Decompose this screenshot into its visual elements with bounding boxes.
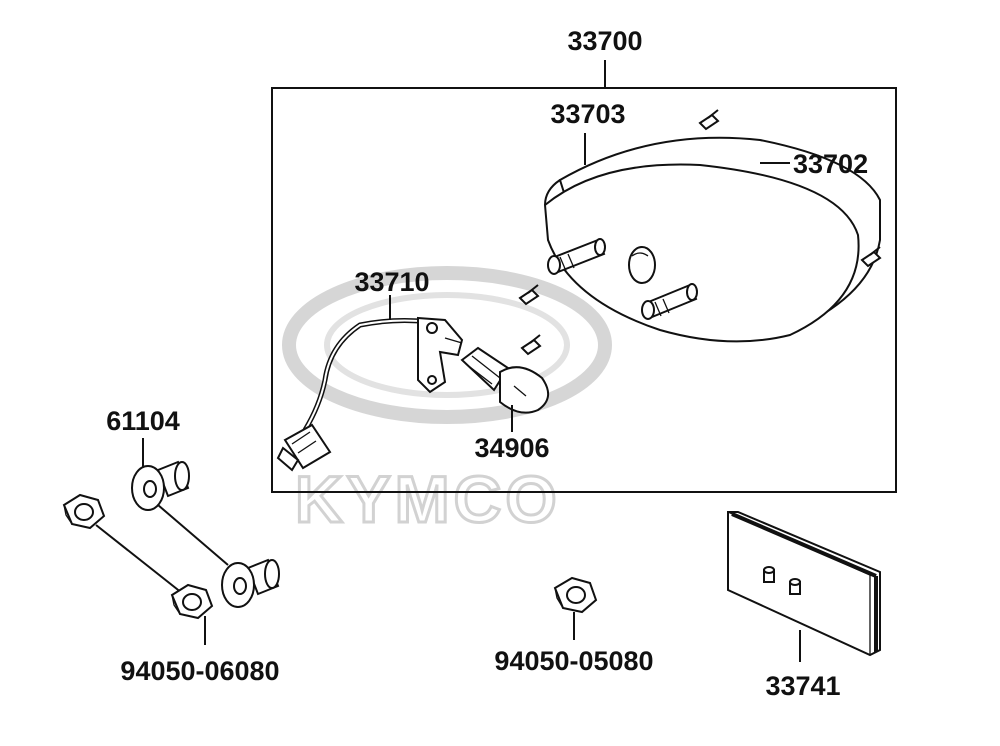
label-housing: 33703 — [550, 99, 625, 129]
label-collar: 61104 — [106, 406, 180, 436]
plate-stud-right — [789, 578, 801, 595]
bulb — [460, 346, 549, 414]
plate-stud-left — [763, 566, 775, 583]
collar-upper — [131, 460, 190, 511]
label-lens: 33702 — [793, 149, 868, 179]
watermark-ring — [282, 266, 612, 424]
label-nut-center: 94050-05080 — [494, 646, 653, 676]
stud-lower — [641, 283, 698, 320]
stud-upper — [547, 238, 606, 275]
lens-center-hole — [628, 246, 656, 284]
socket-bracket — [417, 316, 464, 394]
label-socket-wire: 33710 — [354, 267, 429, 297]
label-assembly: 33700 — [567, 26, 642, 56]
label-bulb: 34906 — [474, 433, 549, 463]
screw-mid-upper — [518, 284, 540, 306]
nut-link-line — [95, 524, 183, 594]
assembly-frame — [271, 87, 897, 493]
lens-face — [543, 163, 860, 343]
watermark-inner-ring — [324, 292, 570, 398]
nut-left-upper — [62, 493, 106, 530]
kymco-watermark: KYMCO — [282, 266, 612, 538]
screw-mid-lower — [520, 334, 542, 356]
tail-lamp-housing — [543, 136, 881, 343]
screw-top — [698, 109, 720, 131]
watermark-text: KYMCO — [295, 462, 561, 536]
collar-link-line — [157, 504, 229, 566]
nut-center — [553, 576, 598, 614]
label-plate: 33741 — [765, 671, 840, 701]
socket-wire-assembly — [276, 316, 464, 472]
label-nut-left: 94050-06080 — [120, 656, 279, 686]
screw-right — [860, 246, 882, 268]
collar-lower — [221, 558, 280, 608]
nut-left-lower — [170, 583, 214, 620]
reflector-plate — [727, 511, 881, 657]
bulb-glass — [499, 366, 549, 414]
